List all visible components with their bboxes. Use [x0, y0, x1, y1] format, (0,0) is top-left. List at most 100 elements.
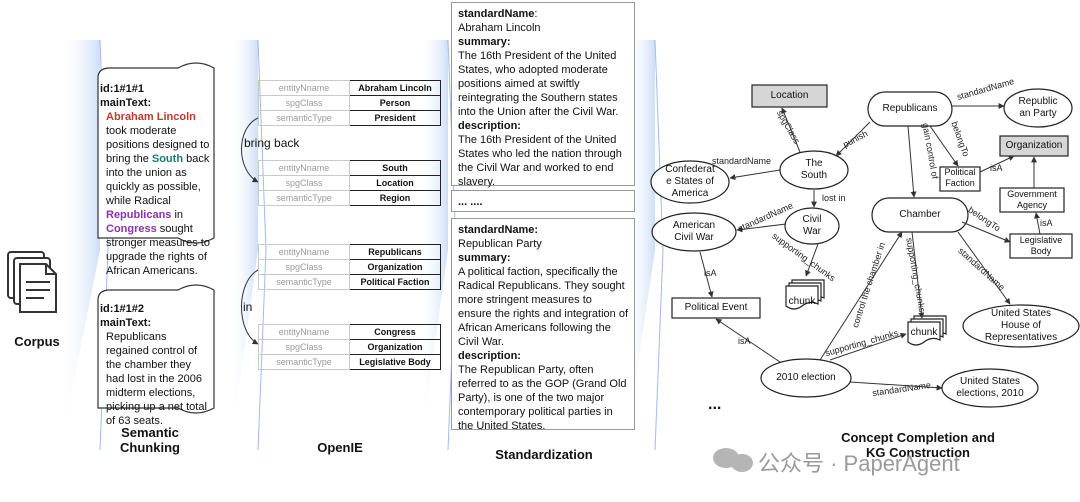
- edge-label-standardname-south: standardName: [712, 156, 772, 166]
- kg-label-the-south-l1: The: [805, 158, 823, 169]
- chunk-1-main-label: mainText:: [100, 97, 152, 109]
- kg-label-confederate-l1: Confederat: [665, 164, 715, 175]
- kg-label-political-faction: Political Faction: [940, 167, 980, 189]
- chunk-1-entity-congress: Congress: [106, 223, 157, 235]
- kg-label-2010-election: 2010 election: [776, 372, 836, 383]
- openie-value: Republicans: [349, 244, 441, 260]
- kg-label-american-civil-war: American Civil War: [652, 220, 736, 244]
- openie-value: President: [349, 110, 441, 126]
- corpus-documents-icon: [7, 251, 57, 313]
- kg-label-government-agency-l2: Agency: [1016, 200, 1048, 210]
- caption-corpus: Corpus: [14, 334, 60, 349]
- kg-label-us-house-l1: United States: [990, 308, 1052, 319]
- chunk-1-text-c: in: [171, 209, 184, 221]
- chunk-scroll-1: [97, 62, 215, 244]
- std1-standard-name: Abraham Lincoln: [458, 22, 541, 34]
- std1-description: The 16th President of the United States …: [458, 134, 622, 188]
- std1-description-label: description:: [458, 120, 521, 132]
- kg-more-ellipsis: ...: [708, 396, 722, 413]
- edge-rep-political-faction: [929, 125, 959, 167]
- edge-civil-war-chunk: [805, 243, 819, 277]
- caption-kg-construction: Concept Completion and KG Construction: [820, 430, 1016, 460]
- kg-label-acw-l2: Civil War: [674, 232, 714, 243]
- kg-label-republican-party: Republic an Party: [1004, 96, 1072, 120]
- openie-value: Abraham Lincoln: [349, 80, 441, 96]
- kg-label-civil-war-l1: Civil: [802, 214, 822, 225]
- edge-chamber-us-house: [957, 231, 1011, 305]
- edge-south-location: [781, 107, 801, 153]
- kg-node-organization: [999, 135, 1069, 157]
- chunk-1-body: Abraham Lincoln took moderate positions …: [100, 110, 214, 278]
- kg-label-confederate-l3: America: [671, 188, 709, 199]
- kg-label-legislative-body-l1: Legislative: [1019, 235, 1063, 245]
- chunk-2-id: id:1#1#2: [100, 303, 145, 315]
- kg-node-american-civil-war: [651, 212, 737, 252]
- kg-label-confederate-l2: e States of: [666, 176, 714, 187]
- in-arc: [241, 269, 259, 345]
- edge-election-political-event: [715, 318, 781, 363]
- edge-pf-organization: [979, 155, 1015, 173]
- chunk-2-main-label: mainText:: [100, 317, 152, 329]
- watermark-chat-icon: [713, 448, 753, 472]
- chevron-2: [230, 40, 258, 450]
- caption-kg-line2: KG Construction: [866, 445, 970, 460]
- openie-key: entityNname: [258, 324, 350, 340]
- openie-value: Region: [349, 190, 441, 206]
- openie-key: semanticType: [258, 190, 350, 206]
- kg-label-republican-party-l1: Republic: [1018, 96, 1058, 107]
- kg-label-us-house-l2: House of: [1000, 320, 1042, 331]
- std2-standard-name: Republican Party: [458, 238, 542, 250]
- chunk-1: id:1#1#1 mainText: Abraham Lincoln took …: [100, 82, 214, 278]
- openie-bring-back-label: bring back: [244, 136, 300, 150]
- openie-key: spgClass: [258, 175, 350, 191]
- standardization-box-lincoln: standardName: Abraham Lincoln summary: T…: [451, 2, 635, 188]
- edge-acw-political-event: [699, 251, 714, 298]
- openie-value: Political Faction: [349, 274, 441, 290]
- kg-label-the-south-l2: South: [800, 170, 828, 181]
- chunk-2-body: Republicans regained control of the cham…: [106, 331, 207, 427]
- chevron-1: [60, 40, 100, 450]
- openie-value: South: [349, 160, 441, 176]
- openie-key: semanticType: [258, 354, 350, 370]
- std2-description-label: description:: [458, 350, 521, 362]
- chunk-1-text-b: back into the union as quickly as possib…: [106, 153, 210, 207]
- edge-label-isa-lb: isA: [1040, 218, 1053, 228]
- edge-election-us-elections: [849, 381, 943, 391]
- kg-label-republican-party-l2: an Party: [1019, 108, 1057, 119]
- kg-label-us-elections-l1: United States: [959, 376, 1021, 387]
- kg-label-organization: Organization: [1005, 140, 1063, 151]
- chunk-1-entity-lincoln: Abraham Lincoln: [106, 111, 196, 123]
- kg-label-us-house-l3: Representatives: [984, 332, 1058, 343]
- std2-summary: A political faction, specifically the Ra…: [458, 266, 629, 348]
- openie-key: semanticType: [258, 110, 350, 126]
- std1-summary: The 16th President of the United States,…: [458, 50, 619, 118]
- edge-rep-chamber: [907, 125, 917, 198]
- openie-in-label: in: [243, 300, 253, 314]
- kg-chunk-doc-2: [907, 315, 947, 346]
- kg-label-government-agency-l1: Government: [1007, 189, 1057, 199]
- kg-label-chunk-1: chunk: [788, 296, 816, 307]
- chunk-1-entity-south: South: [151, 153, 184, 165]
- caption-kg-line1: Concept Completion and: [841, 430, 995, 445]
- kg-node-civil-war: [784, 207, 840, 245]
- openie-value: Location: [349, 175, 441, 191]
- chunk-1-text-a: took moderate positions designed to brin…: [106, 125, 210, 165]
- chunk-1-text-d: sought stronger measures to upgrade the …: [106, 223, 210, 277]
- bring-back-arc: [241, 117, 259, 183]
- chunk-1-id: id:1#1#1: [100, 83, 145, 95]
- chunk-1-entity-republicans: Republicans: [106, 209, 172, 221]
- edge-rep-south: [835, 121, 871, 157]
- openie-value: Congress: [349, 324, 441, 340]
- openie-key: entityNname: [258, 80, 350, 96]
- kg-label-political-event: Political Event: [684, 302, 748, 313]
- kg-node-us-house: [962, 304, 1080, 348]
- edge-lb-government-agency: [1034, 212, 1041, 235]
- caption-openie: OpenIE: [317, 440, 363, 455]
- std2-standard-name-label: standardName:: [458, 224, 539, 236]
- kg-label-political-faction-l2: Faction: [945, 178, 975, 188]
- edge-label-isa-acw: isA: [704, 268, 717, 278]
- kg-label-legislative-body: Legislative Body: [1010, 235, 1072, 257]
